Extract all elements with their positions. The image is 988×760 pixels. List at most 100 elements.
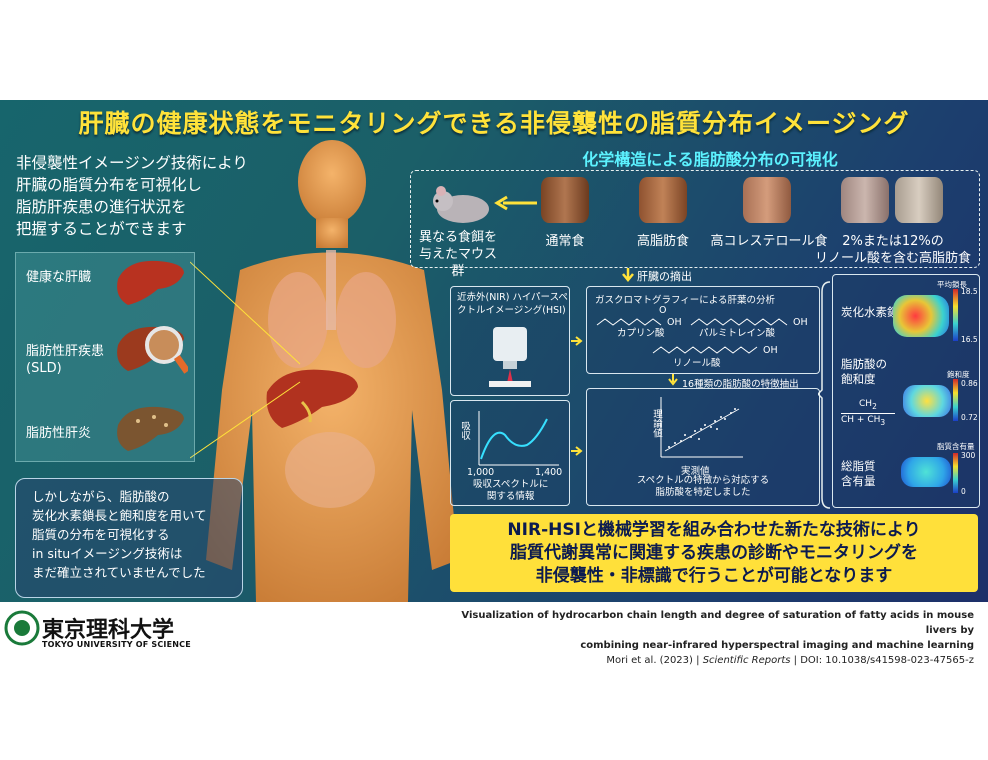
spectrum-caption-line: 関する情報 [486, 491, 535, 502]
scatter-xlabel: 実測値 [681, 466, 710, 477]
citation-block: Visualization of hydrocarbon chain lengt… [454, 608, 974, 668]
intro-line: 脂肪肝疾患の進行状況を [16, 198, 187, 216]
spectrum-caption: 吸収スペクトルに 関する情報 [473, 479, 548, 503]
lipid-min: 0 [961, 487, 966, 496]
citation-ref: Mori et al. (2023) | Scientific Reports … [454, 653, 974, 668]
limitation-note: しかしながら、脂肪酸の 炭化水素鎖長と飽和度を用いて 脂質の分布を可視化する i… [15, 478, 243, 598]
results-box: 炭化水素鎖長 平均鎖長 18.5 16.5 脂肪酸の 飽和度 CH2 CH + … [832, 274, 980, 508]
intro-line: 非侵襲性イメージング技術により [16, 154, 248, 172]
mouse-icon [433, 186, 489, 223]
spectrum-plot [478, 411, 559, 466]
citation-sep: | [696, 655, 700, 666]
sat-max: 0.86 [961, 379, 978, 388]
hsi-label-line: 近赤外(NIR) ハイパースペ [457, 292, 568, 303]
high-fat-label: 高脂肪食 [636, 234, 689, 249]
normal-diet-label: 通常食 [545, 234, 585, 249]
sld-abbr: (SLD) [26, 361, 62, 376]
extraction-label: 肝臓の摘出 [637, 270, 692, 283]
saturation-label: 脂肪酸の 飽和度 [841, 357, 887, 387]
chain-min: 16.5 [961, 335, 978, 344]
arrow-left-icon [494, 195, 537, 211]
chain-length-map [893, 295, 949, 337]
chain-max: 18.5 [961, 287, 978, 296]
citation-title-1: Visualization of hydrocarbon chain lengt… [461, 610, 974, 636]
fraction-bar [841, 413, 895, 414]
gc-o-1: O [659, 305, 667, 316]
scatter-ylabel: 理論値 [651, 409, 662, 438]
lipid-colorbar [953, 453, 958, 493]
saturation-colorbar [953, 379, 958, 421]
note-line: in situイメージング技術は [32, 546, 183, 561]
palmitoleic-label: パルミトレイン酸 [699, 328, 776, 339]
sat-scale-title: 飽和度 [947, 370, 970, 379]
human-body-illustration [206, 140, 458, 602]
infographic-panel: 肝臓の健康状態をモニタリングできる非侵襲性の脂質分布イメージング 非侵襲性イメー… [0, 100, 988, 602]
linoleic-label: 2%または12%の リノール酸を含む高脂肪食 [813, 233, 973, 267]
arrow-down-icon [622, 268, 634, 282]
spectrum-x1: 1,000 [467, 467, 495, 478]
conclusion-line: 脂質代謝異常に関連する疾患の診断やモニタリングを [510, 543, 918, 563]
zoom-lines [190, 261, 301, 459]
saturation-label-line: 脂肪酸の [841, 357, 887, 371]
sat-den-sub: 3 [880, 417, 886, 427]
normal-diet-pellet [541, 177, 589, 223]
sld-label: 脂肪性肝疾患 [26, 344, 105, 359]
scatter-caption: スペクトルの特徴から対応する 脂肪酸を特定しました [617, 475, 789, 499]
high-fat-pellet [639, 177, 687, 223]
page-title: 肝臓の健康状態をモニタリングできる非侵襲性の脂質分布イメージング [78, 109, 910, 138]
note-line: 脂質の分布を可視化する [32, 527, 170, 542]
lipid-label: 総脂質 含有量 [841, 459, 876, 489]
university-seal-icon [4, 610, 40, 646]
linoleic-acid-label: リノール酸 [673, 358, 721, 369]
sat-num-sub: 2 [872, 401, 877, 411]
linoleic-label-line: 2%または12%の [842, 234, 944, 249]
high-chol-label: 高コレステロール食 [710, 234, 828, 249]
intro-text: 非侵襲性イメージング技術により 肝臓の脂質分布を可視化し 脂肪肝疾患の進行状況を… [16, 152, 276, 240]
arrow-right-icon [571, 336, 583, 346]
chain-scale-title: 平均鎖長 [937, 280, 967, 289]
hsi-label-line: クトルイメージング(HSI) [457, 305, 566, 316]
saturation-label-line: 飽和度 [841, 372, 876, 386]
lipid-label-line: 含有量 [841, 474, 876, 488]
citation-authors: Mori et al. (2023) [606, 655, 693, 666]
lipid-label-line: 総脂質 [841, 459, 876, 473]
saturation-map [903, 385, 951, 417]
spectrum-ylabel: 吸収 [459, 421, 470, 440]
chain-colorbar [953, 289, 958, 341]
mice-label: 異なる食餌を 与えたマウス群 [415, 229, 501, 280]
conclusion-box: NIR-HSIと機械学習を組み合わせた新たな技術により 脂質代謝異常に関連する疾… [450, 514, 978, 592]
diet-groups-box: 異なる食餌を 与えたマウス群 通常食 高脂肪食 高コレステロール食 2%または1… [410, 170, 980, 279]
hsi-camera-icon [489, 327, 531, 387]
liver-stage-box: 健康な肝臓 脂肪性肝疾患 (SLD) 脂肪性肝炎 [15, 252, 195, 462]
hsi-label: 近赤外(NIR) ハイパースペ クトルイメージング(HSI) [457, 291, 569, 317]
citation-doi[interactable]: DOI: 10.1038/s41598-023-47565-z [800, 655, 974, 666]
sat-den-text: CH + CH [841, 415, 881, 425]
gc-oh-3: OH [763, 345, 778, 356]
lipid-max: 300 [961, 451, 976, 460]
chain-length-label: 炭化水素鎖長 [841, 305, 910, 319]
sat-num-text: CH [859, 399, 873, 409]
university-name-en: TOKYO UNIVERSITY OF SCIENCE [42, 640, 191, 649]
arrow-right-icon [571, 446, 583, 456]
gc-oh-2: OH [793, 317, 808, 328]
scatter-plot [660, 397, 743, 458]
note-line: 炭化水素鎖長と飽和度を用いて [32, 508, 207, 523]
mice-label-line: 与えたマウス群 [418, 247, 497, 279]
saturation-denominator: CH + CH3 [841, 415, 885, 427]
gc-title: ガスクロマトグラフィーによる肝葉の分析 [595, 295, 776, 306]
hepatitis-liver-icon [117, 406, 184, 451]
spectrum-box: 吸収 1,000 1,400 吸収スペクトルに 関する情報 [450, 400, 570, 506]
scatter-caption-line: 脂肪酸を特定しました [655, 487, 751, 498]
citation-title-2: combining near-infrared hyperspectral im… [580, 640, 974, 651]
feature-extraction-label: 16種類の脂肪酸の特徴抽出 [682, 379, 799, 390]
intro-line: 肝臓の脂質分布を可視化し [16, 176, 203, 194]
scatter-points [668, 408, 736, 448]
high-chol-pellet [743, 177, 791, 223]
fatty-acid-structures [596, 318, 788, 354]
linoleic-label-line: リノール酸を含む高脂肪食 [814, 251, 971, 266]
lipid-map [901, 457, 951, 487]
chem-section-title: 化学構造による脂肪酸分布の可視化 [582, 150, 838, 169]
scatter-caption-line: スペクトルの特徴から対応する [636, 475, 770, 486]
linoleic-pellet-2 [841, 177, 889, 223]
linoleic-pellet-12 [895, 177, 943, 223]
